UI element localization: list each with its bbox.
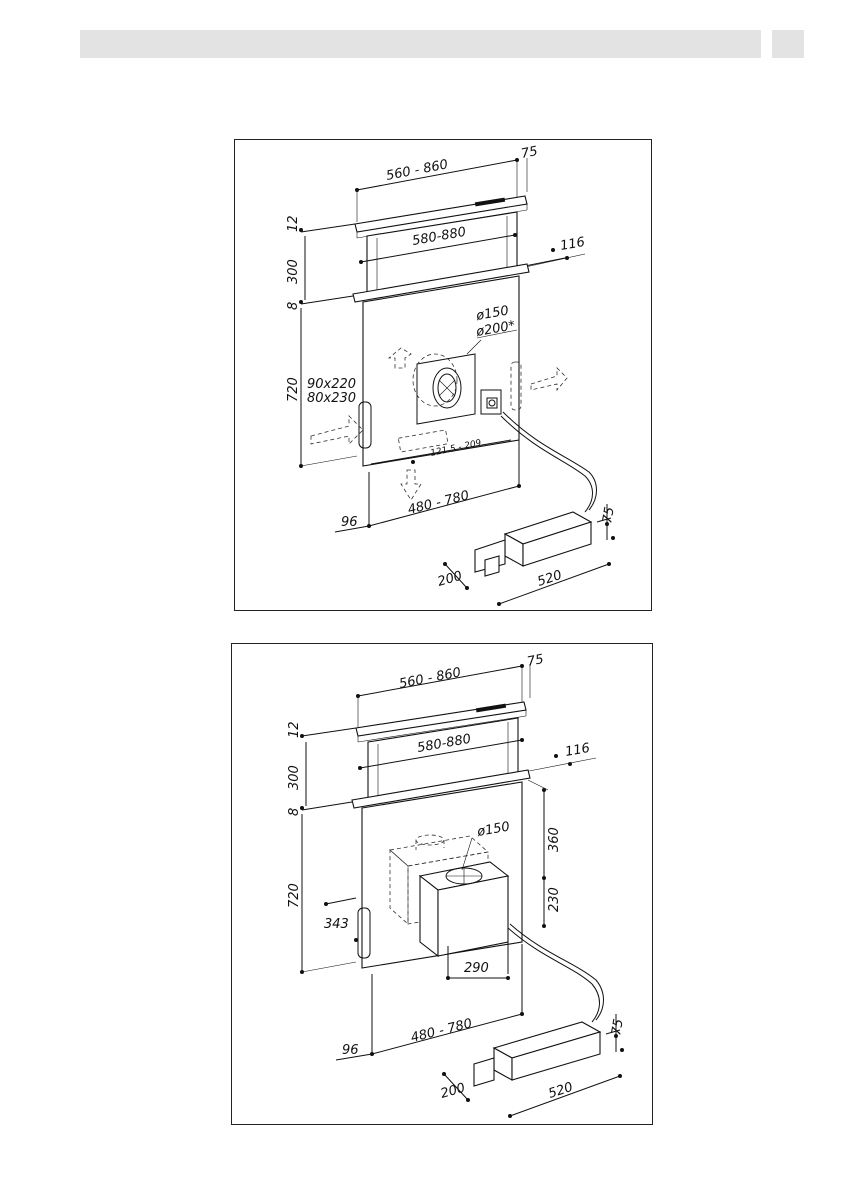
dim-motor-h: 75: [600, 506, 618, 525]
dim-depth-top-2: 75: [526, 652, 545, 670]
dim-motor-w-2: 200: [439, 1081, 467, 1102]
dim-motor-l: 520: [536, 568, 564, 590]
dim-h300: 300: [286, 259, 301, 284]
page-tab: [772, 30, 804, 58]
dim-d343: 343: [324, 917, 349, 932]
dim-h720: 720: [286, 377, 301, 402]
dim-width-range: 560 - 860: [385, 157, 449, 184]
dim-h300-2: 300: [287, 765, 302, 790]
dim-duct-a: 90x220: [307, 377, 356, 392]
dim-h12: 12: [286, 215, 301, 232]
dim-h12-2: 12: [287, 721, 302, 738]
dim-w290: 290: [464, 961, 489, 976]
dim-h230: 230: [547, 887, 562, 912]
dim-h720-2: 720: [287, 883, 302, 908]
dim-h8: 8: [286, 302, 301, 310]
dim-h96: 96: [341, 515, 358, 530]
dim-depth-top: 75: [520, 144, 539, 162]
diagram-svg-top: 560 - 860 75 580-880 116 12 300 8 720 90…: [235, 140, 653, 612]
header-bar: [80, 30, 761, 58]
dim-motor-h-2: 75: [609, 1018, 627, 1037]
installation-diagram-bottom: 560 - 860 75 580-880 116 360 230 12 300 …: [231, 643, 653, 1125]
dim-offset-116-2: 116: [564, 741, 591, 760]
dim-h96-2: 96: [342, 1043, 359, 1058]
dim-h8-2: 8: [287, 808, 302, 816]
dim-duct-b: 80x230: [307, 391, 356, 406]
diagram-svg-bottom: 560 - 860 75 580-880 116 360 230 12 300 …: [232, 644, 654, 1126]
dim-motor-w: 200: [436, 569, 464, 590]
dim-motor-l-2: 520: [547, 1080, 575, 1102]
dim-offset-116: 116: [559, 235, 586, 254]
dim-h360: 360: [547, 827, 562, 852]
installation-diagram-top: 560 - 860 75 580-880 116 12 300 8 720 90…: [234, 139, 652, 611]
dim-base-range-2: 480 - 780: [409, 1016, 473, 1046]
dim-width-range-2: 560 - 860: [398, 665, 462, 692]
hood-body: [363, 276, 519, 466]
